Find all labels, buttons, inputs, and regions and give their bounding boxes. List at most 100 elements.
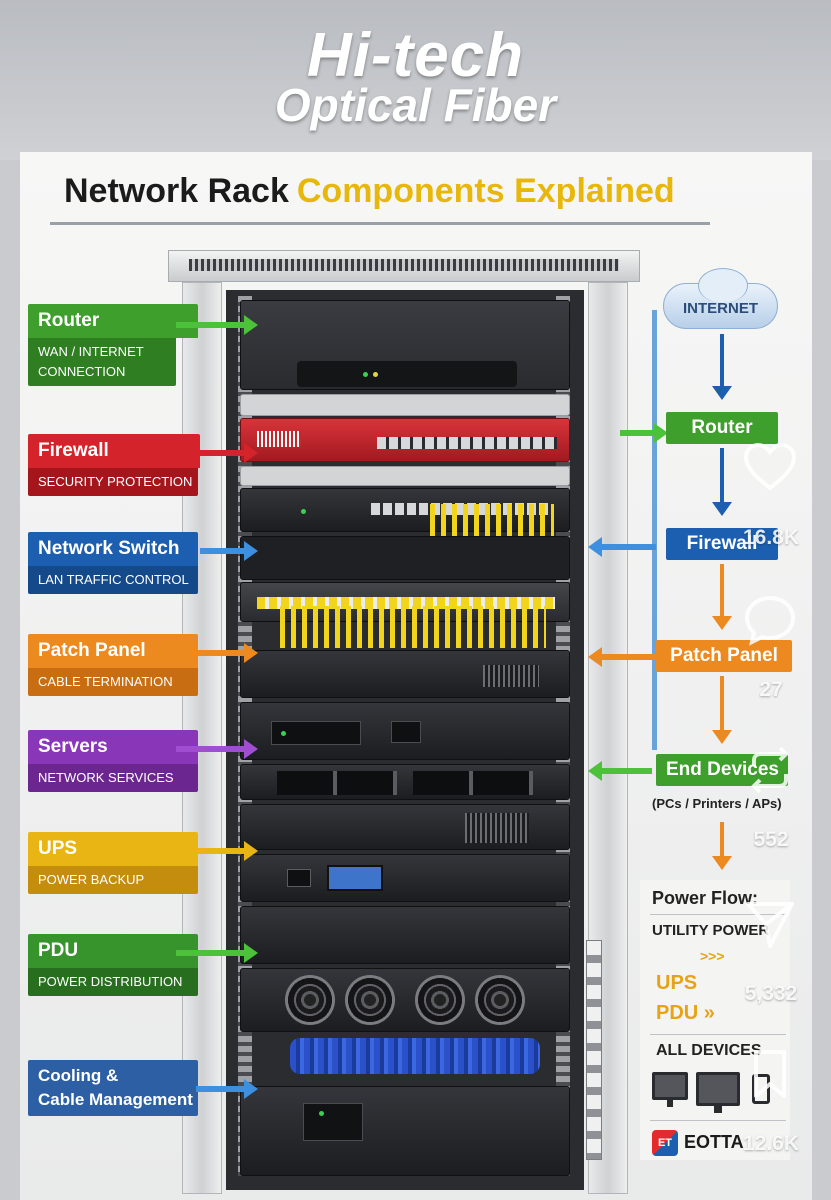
divider: [650, 914, 786, 915]
brand-name: EOTTA: [684, 1132, 744, 1152]
arrow-network-switch: [200, 541, 258, 561]
flow-firewall: Firewall: [666, 528, 778, 560]
label-pdu: PDU POWER DISTRIBUTION: [28, 934, 198, 996]
router-led: [363, 372, 368, 377]
label-router: Router WAN / INTERNET CONNECTION: [28, 304, 198, 386]
poster-title-main: Network Rack: [64, 172, 289, 210]
cooling-unit: [240, 1086, 570, 1176]
fan-icon: [345, 975, 395, 1025]
label-ups: UPS POWER BACKUP: [28, 832, 198, 894]
label-patch-panel: Patch Panel CABLE TERMINATION: [28, 634, 198, 696]
label-cooling-line2: Cable Management: [38, 1090, 193, 1109]
comment-count: 27: [759, 678, 783, 701]
rack-top-cover: [168, 250, 640, 282]
label-servers-subtitle: NETWORK SERVICES: [28, 764, 198, 792]
flow-arrow-shaft: [720, 448, 724, 502]
divider: [650, 1120, 786, 1121]
monitor-icon: [696, 1072, 740, 1113]
monitor-icon: [652, 1072, 688, 1107]
arrow-flow-firewall: [588, 537, 656, 557]
ups-battery: [240, 906, 570, 964]
server-led: [281, 731, 286, 736]
rack-top-vent: [189, 259, 619, 271]
drive-bays: [413, 771, 533, 795]
flow-internet: INTERNET: [683, 300, 758, 317]
flow-arrow-head: [712, 386, 732, 400]
flow-arrow-shaft: [720, 334, 724, 386]
firewall-device: [240, 418, 570, 462]
server-panel: [391, 721, 421, 743]
flow-patch-panel: Patch Panel: [656, 640, 792, 672]
repost-count: 552: [753, 828, 789, 851]
flow-arrow-head: [712, 616, 732, 630]
label-pdu-subtitle: POWER DISTRIBUTION: [28, 968, 198, 996]
firewall-vent: [257, 431, 301, 447]
power-flow-pdu-label: PDU: [656, 1002, 699, 1024]
device-vent: [483, 665, 539, 687]
label-cooling: Cooling & Cable Management: [28, 1060, 198, 1116]
flow-arrow-shaft: [720, 822, 724, 856]
cooling-led: [319, 1111, 324, 1116]
arrow-flow-router: [620, 423, 668, 443]
storage-device: [240, 804, 570, 850]
brand-logo: ET: [652, 1130, 678, 1156]
arrow-router: [176, 315, 258, 335]
flow-router: Router: [666, 412, 778, 444]
save-count: 12.6K: [742, 1132, 800, 1155]
flow-end-devices-sub: (PCs / Printers / APs): [652, 796, 782, 811]
arrow-servers: [176, 739, 258, 759]
power-flow-pdu: PDU »: [656, 1002, 715, 1025]
arrow-cooling: [196, 1079, 258, 1099]
repost-icon[interactable]: [742, 744, 798, 796]
label-cooling-title: Cooling & Cable Management: [28, 1060, 198, 1116]
arrow-firewall: [176, 443, 258, 463]
header-line1: Hi-tech: [306, 21, 525, 90]
label-network-switch: Network Switch LAN TRAFFIC CONTROL: [28, 532, 198, 594]
router-led: [373, 372, 378, 377]
power-flow-title: Power Flow:: [652, 888, 759, 908]
power-flow-chevrons: >>>: [700, 948, 725, 964]
flow-end-devices: End Devices: [656, 754, 788, 786]
share-icon[interactable]: [742, 898, 798, 950]
flow-connector-line: [652, 310, 657, 750]
drive-bays: [277, 771, 397, 795]
patch-cables: [280, 606, 546, 648]
tray: [240, 466, 570, 486]
label-patch-panel-title: Patch Panel: [28, 634, 198, 668]
label-cooling-line1: Cooling &: [38, 1066, 119, 1085]
cooling-panel: [303, 1103, 363, 1141]
fan-icon: [475, 975, 525, 1025]
fan-icon: [285, 975, 335, 1025]
arrow-ups: [176, 841, 258, 861]
flow-arrow-head: [712, 856, 732, 870]
fan-icon: [415, 975, 465, 1025]
switch-led: [301, 509, 306, 514]
comment-icon[interactable]: [742, 594, 798, 646]
header-background: [0, 0, 831, 160]
power-flow-pdu-chevrons: »: [703, 1002, 715, 1024]
device-vent: [465, 813, 529, 843]
label-ups-subtitle: POWER BACKUP: [28, 866, 198, 894]
blue-cable-bundle: [290, 1038, 540, 1074]
label-network-switch-subtitle: LAN TRAFFIC CONTROL: [28, 566, 198, 594]
power-flow-all-devices: ALL DEVICES: [656, 1042, 762, 1059]
ups-device: [240, 854, 570, 902]
label-network-switch-title: Network Switch: [28, 532, 198, 566]
pdu-outlet-strip: [586, 940, 602, 1160]
like-count: 16.8K: [742, 526, 800, 549]
ups-display: [327, 865, 383, 891]
flow-arrow-shaft: [720, 676, 724, 730]
header-line2: Optical Fiber: [274, 79, 557, 131]
share-count: 5,332: [744, 982, 798, 1005]
label-firewall-title: Firewall: [28, 434, 200, 468]
blank-panel: [240, 650, 570, 698]
arrow-patch-panel: [176, 643, 258, 663]
server-1: [240, 702, 570, 760]
label-router-subtitle: WAN / INTERNET CONNECTION: [28, 338, 176, 386]
arrow-flow-patch-panel: [588, 647, 656, 667]
bookmark-icon[interactable]: [742, 1048, 798, 1100]
like-heart-icon[interactable]: [742, 442, 798, 494]
label-firewall: Firewall SECURITY PROTECTION: [28, 434, 200, 496]
power-flow-ups: UPS: [656, 972, 698, 994]
